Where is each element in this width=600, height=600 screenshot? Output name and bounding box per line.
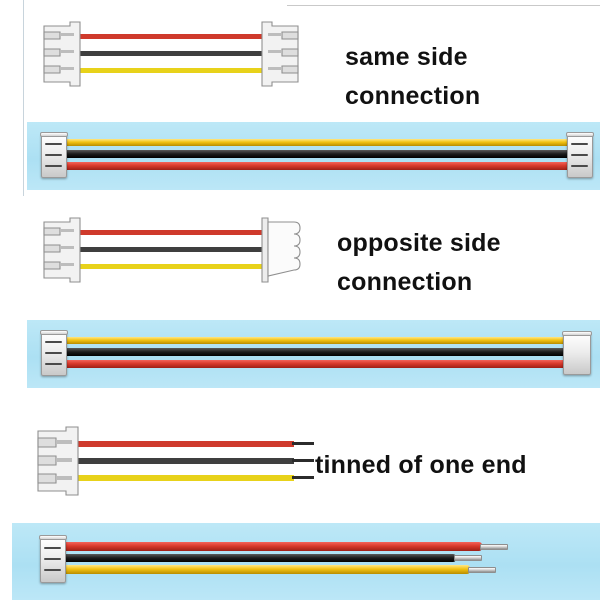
caption-opposite-side: opposite side connection	[337, 229, 501, 296]
connector-lip	[40, 132, 68, 137]
photo-wire-yellow	[56, 565, 470, 574]
photo-left-connector	[39, 535, 67, 583]
top-divider-rule	[287, 5, 600, 6]
connector-lip	[40, 330, 68, 335]
connector-pin	[44, 547, 61, 549]
connector-pin	[45, 154, 62, 156]
jst-cable-same-side-diagram	[36, 18, 306, 90]
connector-lip	[566, 132, 594, 137]
photo-wire-black	[57, 348, 573, 356]
photo-wire-black	[57, 150, 577, 158]
photo-wire-red	[56, 542, 482, 551]
connector-pin	[45, 143, 62, 145]
tinned-tip-black	[454, 555, 482, 561]
left-divider-rule	[23, 0, 24, 196]
caption-tinned-one-end: tinned of one end	[315, 451, 527, 479]
photo-left-connector	[40, 330, 68, 376]
connector-pin	[45, 352, 62, 354]
connector-pin	[571, 165, 588, 167]
photo-right-connector-back	[562, 331, 592, 375]
section-same-side: same side connection	[0, 0, 600, 200]
section-tinned-one-end: tinned of one end	[0, 400, 600, 600]
jst-cable-opposite-side-photo	[27, 320, 600, 388]
photo-wire-yellow	[57, 337, 573, 344]
photo-wire-yellow	[57, 139, 577, 146]
photo-left-connector	[40, 132, 68, 178]
tinned-tip-yellow	[468, 567, 496, 573]
caption-same-side: same side connection	[345, 43, 481, 110]
connector-pin	[45, 363, 62, 365]
photo-wire-black	[56, 554, 456, 562]
photo-right-connector	[566, 132, 594, 178]
photo-wire-red	[57, 162, 577, 170]
connector-pin	[44, 569, 61, 571]
connector-pin	[45, 341, 62, 343]
connector-pin	[45, 165, 62, 167]
jst-cable-opposite-side-diagram	[36, 212, 306, 288]
jst-pigtail-tinned-photo	[12, 523, 600, 600]
connector-pin	[44, 558, 61, 560]
tinned-tip-red	[480, 544, 508, 550]
photo-wire-red	[57, 360, 573, 368]
jst-pigtail-tinned-diagram	[30, 425, 320, 497]
connector-pin	[571, 154, 588, 156]
connector-pin	[571, 143, 588, 145]
connector-lip	[562, 331, 592, 336]
jst-cable-same-side-photo	[27, 122, 600, 190]
section-opposite-side: opposite side connection	[0, 200, 600, 400]
connector-lip	[39, 535, 67, 540]
